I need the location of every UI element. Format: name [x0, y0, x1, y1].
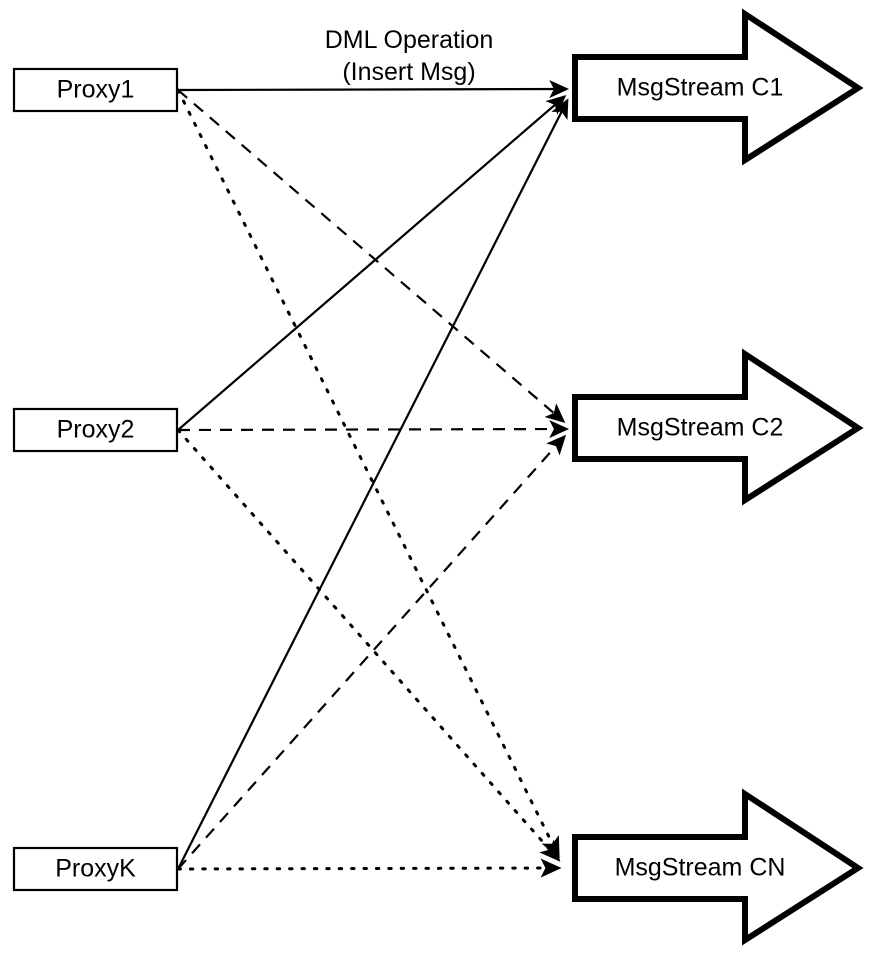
proxy-node-proxy1[interactable]: Proxy1: [12, 67, 179, 113]
stream-cn-arrow-shape[interactable]: [572, 788, 864, 946]
edge-proxy2-to-stream-cn[interactable]: [176, 428, 561, 862]
stream-c2-label: MsgStream C2: [617, 414, 784, 442]
stream-c2-arrow-shape[interactable]: [572, 348, 864, 506]
msgstream-node-c2[interactable]: MsgStream C2: [572, 348, 864, 506]
msgstream-node-c1[interactable]: MsgStream C1: [572, 8, 864, 166]
msgstream-node-cn[interactable]: MsgStream CN: [572, 788, 864, 946]
dml-operation-caption: DML Operation (Insert Msg): [325, 26, 494, 86]
proxy1-label: Proxy1: [57, 76, 135, 104]
edge-proxyk-to-stream-cn[interactable]: [176, 858, 562, 878]
edge-proxy1-to-stream-c1[interactable]: [177, 80, 570, 99]
proxyk-label: ProxyK: [55, 855, 136, 883]
proxyk-box[interactable]: [12, 846, 179, 892]
edge-proxy1-to-stream-c2[interactable]: [177, 89, 566, 424]
stream-cn-label: MsgStream CN: [615, 854, 786, 882]
edge-proxy1-to-stream-cn[interactable]: [176, 88, 560, 859]
proxy-node-proxy2[interactable]: Proxy2: [12, 407, 179, 453]
edge-proxyk-to-stream-c1[interactable]: [177, 98, 569, 870]
proxy2-label: Proxy2: [57, 416, 135, 444]
edge-proxy2-to-stream-c1[interactable]: [177, 94, 567, 431]
caption-line-2: (Insert Msg): [342, 58, 475, 86]
proxy1-box[interactable]: [12, 67, 179, 113]
stream-c1-arrow-shape[interactable]: [572, 8, 864, 166]
edge-proxyk-to-stream-c2[interactable]: [177, 434, 567, 870]
proxy2-box[interactable]: [12, 407, 179, 453]
caption-line-1: DML Operation: [325, 26, 494, 54]
proxy-node-proxyk[interactable]: ProxyK: [12, 846, 179, 892]
stream-c1-label: MsgStream C1: [617, 74, 784, 102]
edge-layer: [176, 80, 570, 878]
edge-proxy2-to-stream-c2[interactable]: [177, 420, 570, 439]
